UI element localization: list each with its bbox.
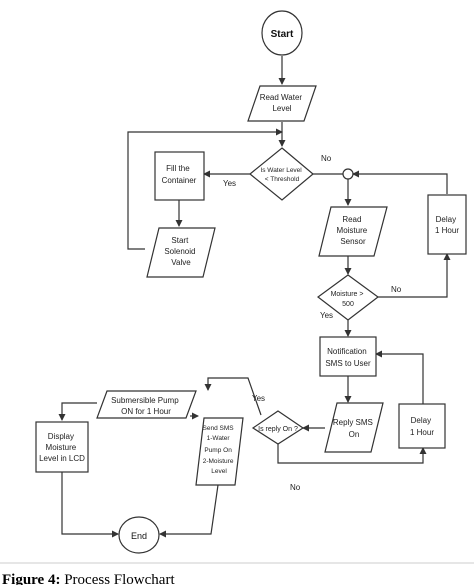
notification-line-2: SMS to User (325, 359, 371, 368)
submersible-pump-node: Submersible Pump ON for 1 Hour (96, 390, 197, 419)
reply-decision: Is reply On ? (251, 410, 305, 445)
reply-yes-label: Yes (252, 394, 265, 403)
reply-decision-line-1: Is reply On ? (258, 426, 298, 433)
edge-send-sms-to-end (159, 484, 219, 538)
flowchart-diagram: Start Read Water Level Is Water Level < … (0, 10, 474, 564)
svg-text:Display Moisture L: Display Moisture Level in LCD (39, 432, 85, 463)
reply-sms-line-1: Reply SMS (333, 418, 373, 427)
junction-connector (342, 168, 354, 180)
solenoid-line-1: Start (171, 236, 189, 245)
end-label: End (131, 531, 147, 541)
moisture-decision: Moisture > 500 (316, 274, 380, 321)
read-moisture-node: Read Moisture Sensor (318, 206, 388, 257)
send-sms-line-5: Level (211, 468, 227, 475)
edge-moisture-no-to-delay (378, 253, 451, 298)
read-moisture-line-3: Sensor (340, 237, 366, 246)
fill-container-line-2: Container (162, 176, 197, 185)
display-line-2: Moisture (46, 443, 77, 452)
svg-text:Start Solenoid Val: Start Solenoid Valve (164, 236, 197, 267)
edge-labels: Yes No No Yes Yes No (223, 154, 402, 492)
pump-line-1: Submersible Pump (111, 396, 179, 405)
edge-delay-top-to-junction (352, 170, 448, 194)
read-water-line-1: Read Water (260, 93, 303, 102)
svg-text:Send SMS 1-Water P: Send SMS 1-Water Pump On 2-Moisture Leve… (203, 425, 236, 475)
caption-text: Process Flowchart (60, 572, 175, 585)
end-terminal: End (118, 516, 160, 554)
edge-display-to-end (61, 472, 119, 538)
svg-text:Read Moisture Sens: Read Moisture Sensor (337, 215, 370, 246)
fill-container-line-1: Fill the (166, 164, 190, 173)
svg-text:Is reply On ?: Is reply On ? (258, 426, 298, 433)
connectors (58, 56, 451, 538)
fill-container-node: Fill the Container (154, 151, 205, 201)
edge-solenoid-loop-back (127, 128, 283, 250)
send-sms-line-3: Pump On (204, 447, 232, 454)
delay-top-node: Delay 1 Hour (427, 194, 467, 255)
water-yes-label: Yes (223, 179, 236, 188)
display-line-3: Level in LCD (39, 454, 85, 463)
moisture-decision-line-2: 500 (342, 301, 354, 308)
send-sms-line-4: 2-Moisture (203, 458, 234, 465)
water-level-decision: Is Water Level < Threshold (249, 147, 314, 201)
delay-bottom-node: Delay 1 Hour (398, 403, 446, 449)
notification-node: Notification SMS to User (319, 336, 377, 377)
delay-top-line-1: Delay (436, 215, 456, 224)
pump-line-2: ON for 1 Hour (121, 407, 171, 416)
svg-text:Delay 1 Hour: Delay 1 Hour (435, 215, 459, 235)
solenoid-line-3: Valve (171, 258, 191, 267)
start-terminal: Start (261, 10, 303, 56)
display-line-1: Display (48, 432, 74, 441)
water-no-label: No (321, 154, 332, 163)
svg-text:Moisture > 500: Moisture > 500 (331, 291, 366, 308)
read-moisture-line-2: Moisture (337, 226, 368, 235)
svg-text:Notification SMS to User: Notification SMS to User (325, 347, 371, 368)
svg-text:Delay 1 Hour: Delay 1 Hour (410, 416, 434, 437)
caption-label: Figure 4: (2, 572, 61, 585)
edge-reply-no-to-delay-bottom (277, 444, 427, 464)
delay-bottom-line-2: 1 Hour (410, 428, 434, 437)
edge-delay-bottom-to-notification (375, 350, 424, 404)
svg-text:Submersible Pump ON for: Submersible Pump ON for 1 Hour (111, 396, 181, 416)
read-moisture-line-1: Read (342, 215, 361, 224)
read-water-level-node: Read Water Level (247, 85, 317, 122)
moisture-yes-label: Yes (320, 311, 333, 320)
svg-text:Read Water Level: Read Water Level (260, 93, 305, 113)
figure-caption: Figure 4: Process Flowchart (2, 571, 472, 585)
send-sms-node: Send SMS 1-Water Pump On 2-Moisture Leve… (195, 417, 244, 486)
delay-top-line-2: 1 Hour (435, 226, 459, 235)
svg-text:Reply SMS On: Reply SMS On (333, 418, 375, 439)
water-decision-line-1: Is Water Level (260, 167, 302, 174)
display-lcd-node: Display Moisture Level in LCD (35, 421, 89, 473)
delay-bottom-line-1: Delay (411, 416, 431, 425)
notification-line-1: Notification (327, 347, 367, 356)
solenoid-valve-node: Start Solenoid Valve (146, 227, 216, 278)
edge-pump-to-display (58, 402, 97, 421)
send-sms-line-1: Send SMS (203, 425, 235, 432)
edge-reply-yes-to-pump (204, 377, 262, 416)
svg-text:Is Water Level < Thresho: Is Water Level < Threshold (260, 167, 303, 183)
start-label: Start (271, 29, 294, 40)
send-sms-line-2: 1-Water (207, 435, 231, 442)
moisture-decision-line-1: Moisture > (331, 291, 364, 298)
read-water-line-2: Level (272, 104, 291, 113)
reply-sms-line-2: On (349, 430, 360, 439)
water-decision-line-2: < Threshold (265, 176, 300, 183)
svg-text:Fill the Container: Fill the Container (162, 164, 197, 185)
reply-no-label: No (290, 483, 301, 492)
reply-sms-node: Reply SMS On (324, 402, 384, 453)
moisture-no-label: No (391, 285, 402, 294)
solenoid-line-2: Solenoid (164, 247, 195, 256)
